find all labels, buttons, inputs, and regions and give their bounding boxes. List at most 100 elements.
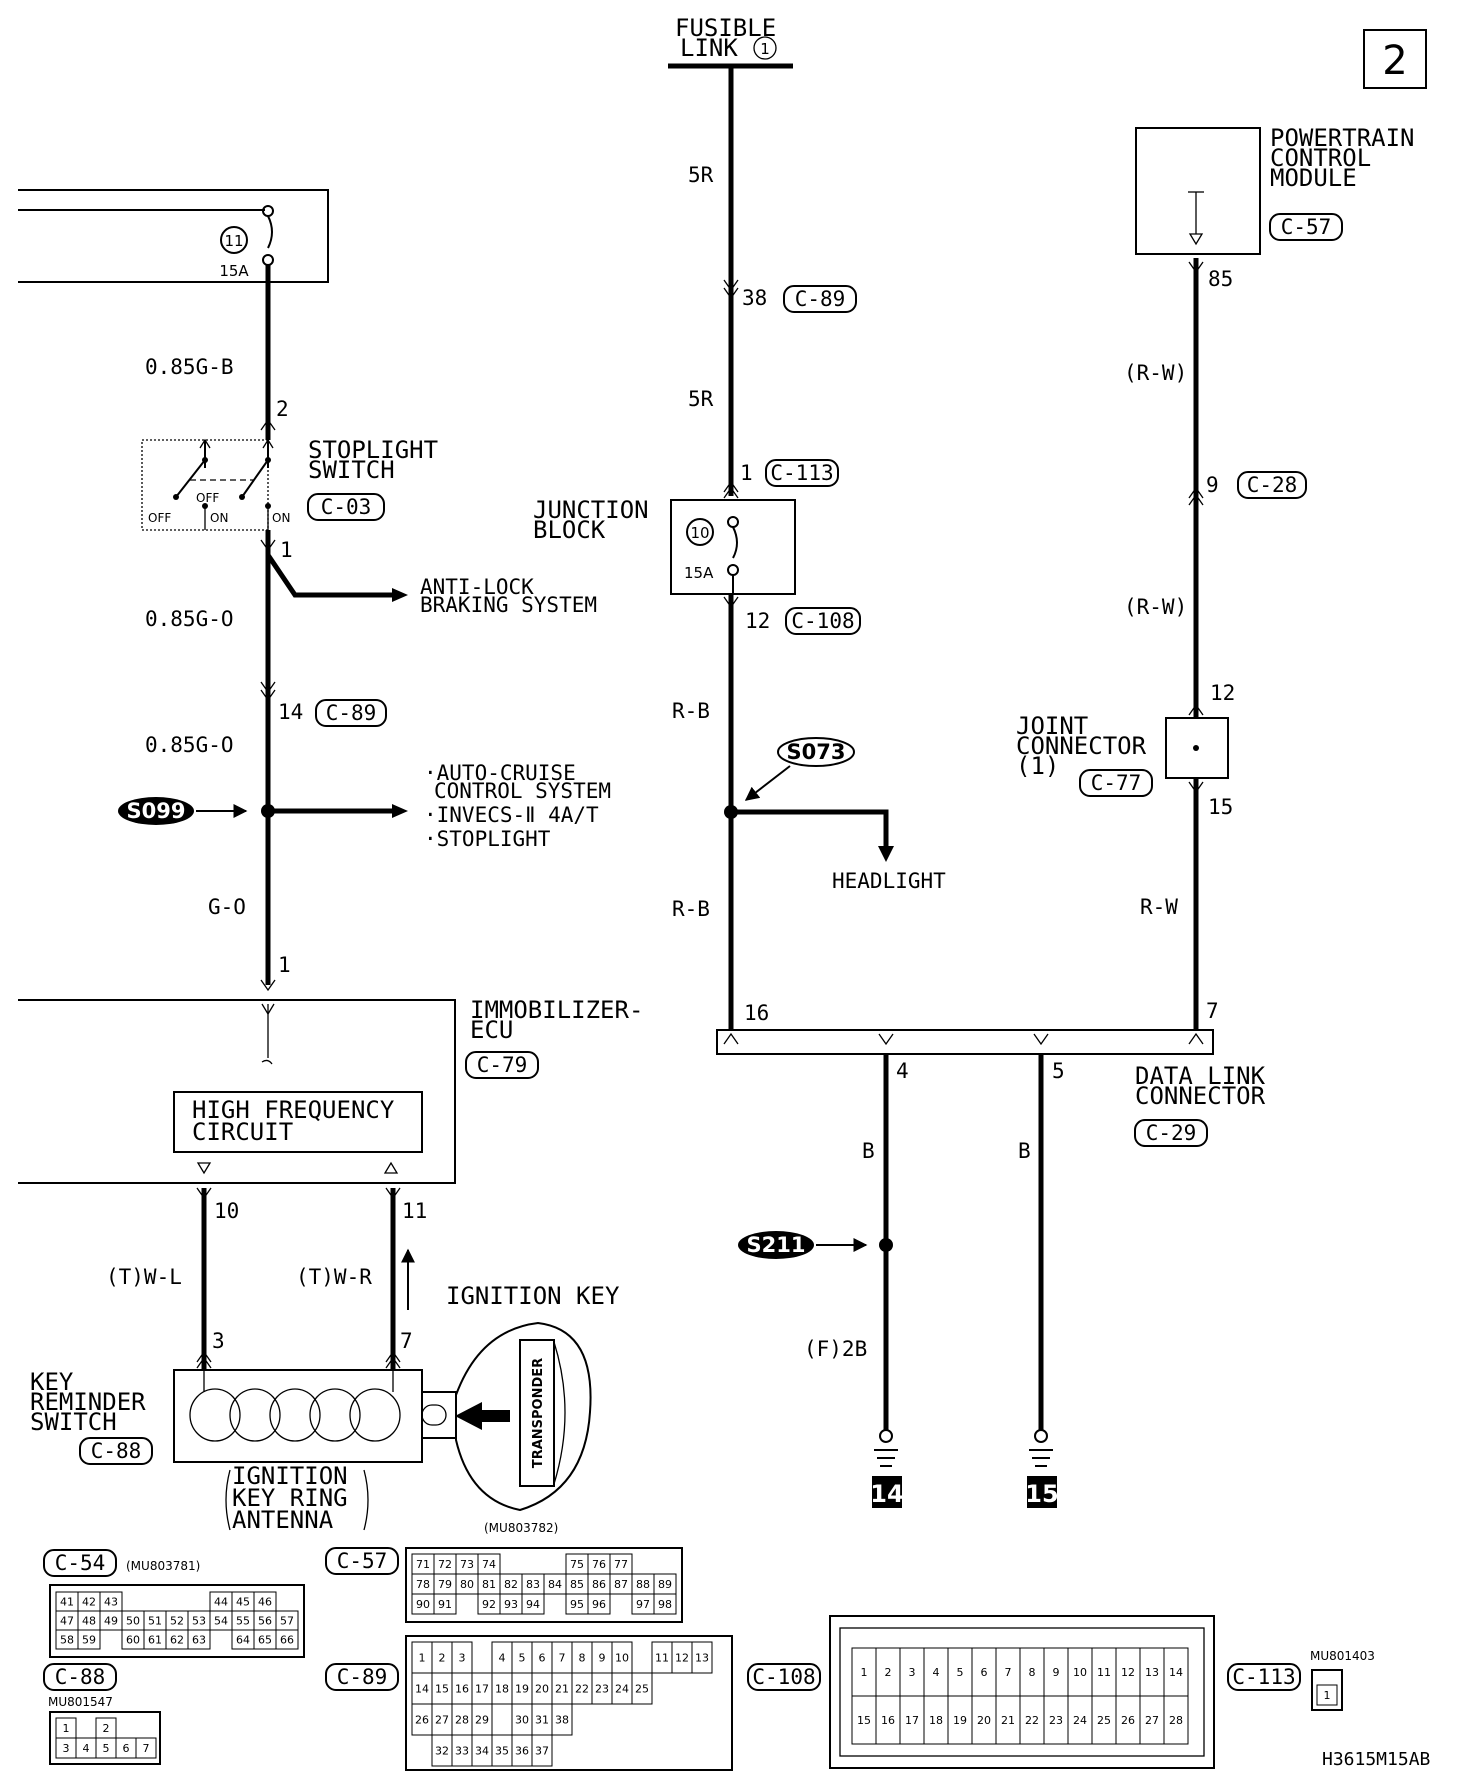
data-link-label: CONNECTOR xyxy=(1135,1082,1266,1110)
pin-number: 1 xyxy=(63,1722,70,1735)
pin-number: 34 xyxy=(475,1745,489,1758)
pin-label: 12 xyxy=(745,609,770,633)
pin-number: 60 xyxy=(126,1634,140,1647)
pin-cell xyxy=(691,1641,713,1674)
pin-cell xyxy=(456,1594,478,1614)
pin-cell xyxy=(631,1672,653,1705)
pin-number: 63 xyxy=(192,1634,206,1647)
wire-label-twr: (T)W-R xyxy=(296,1265,372,1289)
splice-s073-label: S073 xyxy=(787,740,846,764)
pin-cell xyxy=(135,1737,157,1759)
pin-cell xyxy=(433,1593,457,1615)
wire-label-5r: 5R xyxy=(688,163,714,187)
wire-label-5r: 5R xyxy=(688,387,714,411)
pin-number: 88 xyxy=(636,1578,650,1591)
pin-number: 18 xyxy=(495,1683,509,1696)
pin-number: 26 xyxy=(415,1714,429,1727)
pin-number: 29 xyxy=(475,1714,489,1727)
pin-number: 37 xyxy=(535,1745,549,1758)
pin-number: 17 xyxy=(905,1714,919,1727)
pin-number: 33 xyxy=(455,1745,469,1758)
view-c54-part: (MU803781) xyxy=(126,1559,200,1573)
pin-cell xyxy=(653,1593,677,1615)
switch-on-label: ON xyxy=(210,511,228,525)
pin-number: 6 xyxy=(539,1652,546,1665)
ground-14-label: 14 xyxy=(870,1480,903,1508)
pin-number: 25 xyxy=(1097,1714,1111,1727)
pin-label: 3 xyxy=(212,1329,225,1353)
pin-number: 22 xyxy=(1025,1714,1039,1727)
pin-number: 42 xyxy=(82,1596,96,1609)
joint-connector-label: (1) xyxy=(1016,752,1059,780)
pin-number: 77 xyxy=(614,1558,628,1571)
pin-number: 48 xyxy=(82,1615,96,1628)
pin-number: 16 xyxy=(455,1683,469,1696)
immobilizer-ecu: IMMOBILIZER- ECU C-79 HIGH FREQUENCY CIR… xyxy=(18,996,643,1184)
pin-number: 76 xyxy=(592,1558,606,1571)
wire-label-rw: (R-W) xyxy=(1124,595,1187,619)
pin-cell xyxy=(531,1734,553,1767)
pin-number: 25 xyxy=(635,1683,649,1696)
connector-c89: C-89 xyxy=(326,701,377,725)
stoplight-switch: OFF OFF ON ON STOPLIGHT SWITCH C-03 xyxy=(141,436,438,531)
ground-14: 14 xyxy=(870,1429,904,1508)
pin-number: 5 xyxy=(957,1666,964,1679)
pin-number: 19 xyxy=(953,1714,967,1727)
pin-number: 10 xyxy=(615,1652,629,1665)
pin-number: 4 xyxy=(499,1652,506,1665)
immobilizer-label: IMMOBILIZER- xyxy=(470,996,643,1024)
pin-label: 1 xyxy=(280,538,293,562)
ignition-key: TRANSPONDER xyxy=(421,1321,592,1512)
pin-number: 66 xyxy=(280,1634,294,1647)
pin-number: 7 xyxy=(559,1652,566,1665)
page-number-box: 2 xyxy=(1363,29,1427,89)
wire-label-b: B xyxy=(862,1139,875,1163)
fuse-11-number: 11 xyxy=(224,232,243,250)
splice-s211 xyxy=(738,1231,814,1259)
fuse-11-block: 11 15A xyxy=(18,189,329,283)
pin-number: 89 xyxy=(658,1578,672,1591)
pin-number: 15 xyxy=(857,1714,871,1727)
pin-number: 92 xyxy=(482,1598,496,1611)
pin-number: 3 xyxy=(459,1652,466,1665)
pin-label: 10 xyxy=(214,1199,239,1223)
junction-block: 10 15A JUNCTION BLOCK xyxy=(533,480,796,595)
pin-number: 82 xyxy=(504,1578,518,1591)
joint-connector: JOINT CONNECTOR (1) C-77 xyxy=(1016,712,1229,797)
fuse-10-rating: 15A xyxy=(684,564,714,582)
switch-off-label: OFF xyxy=(148,511,171,525)
pin-number: 10 xyxy=(1073,1666,1087,1679)
antenna-label: KEY RING xyxy=(232,1484,348,1512)
pin-number: 78 xyxy=(416,1578,430,1591)
pin-number: 8 xyxy=(579,1652,586,1665)
pcm-label: CONTROL xyxy=(1270,144,1371,172)
pin-number: 7 xyxy=(1005,1666,1012,1679)
connector-c108: C-108 xyxy=(791,609,854,633)
pin-number: 41 xyxy=(60,1596,74,1609)
junction-block-label: JUNCTION xyxy=(533,496,649,524)
s099-target: CONTROL SYSTEM xyxy=(434,779,611,803)
pin-number: 62 xyxy=(170,1634,184,1647)
s099-target: ·AUTO-CRUISE xyxy=(424,761,576,785)
pin-cell xyxy=(1163,1695,1189,1745)
wire-label-085go: 0.85G-O xyxy=(145,607,234,631)
splice-s099 xyxy=(118,797,194,825)
wire-label-085go: 0.85G-O xyxy=(145,733,234,757)
pin-number: 21 xyxy=(555,1683,569,1696)
pin-number: 3 xyxy=(63,1742,70,1755)
pin-cell xyxy=(76,1718,96,1738)
pin-number: 28 xyxy=(1169,1714,1183,1727)
pin-number: 32 xyxy=(435,1745,449,1758)
connector-c113: C-113 xyxy=(770,461,833,485)
pin-number: 58 xyxy=(60,1634,74,1647)
abs-label: BRAKING SYSTEM xyxy=(420,593,597,617)
pin-number: 94 xyxy=(526,1598,540,1611)
pin-cell xyxy=(522,1554,544,1574)
pin-number: 90 xyxy=(416,1598,430,1611)
pin-number: 35 xyxy=(495,1745,509,1758)
pin-number: 23 xyxy=(595,1683,609,1696)
